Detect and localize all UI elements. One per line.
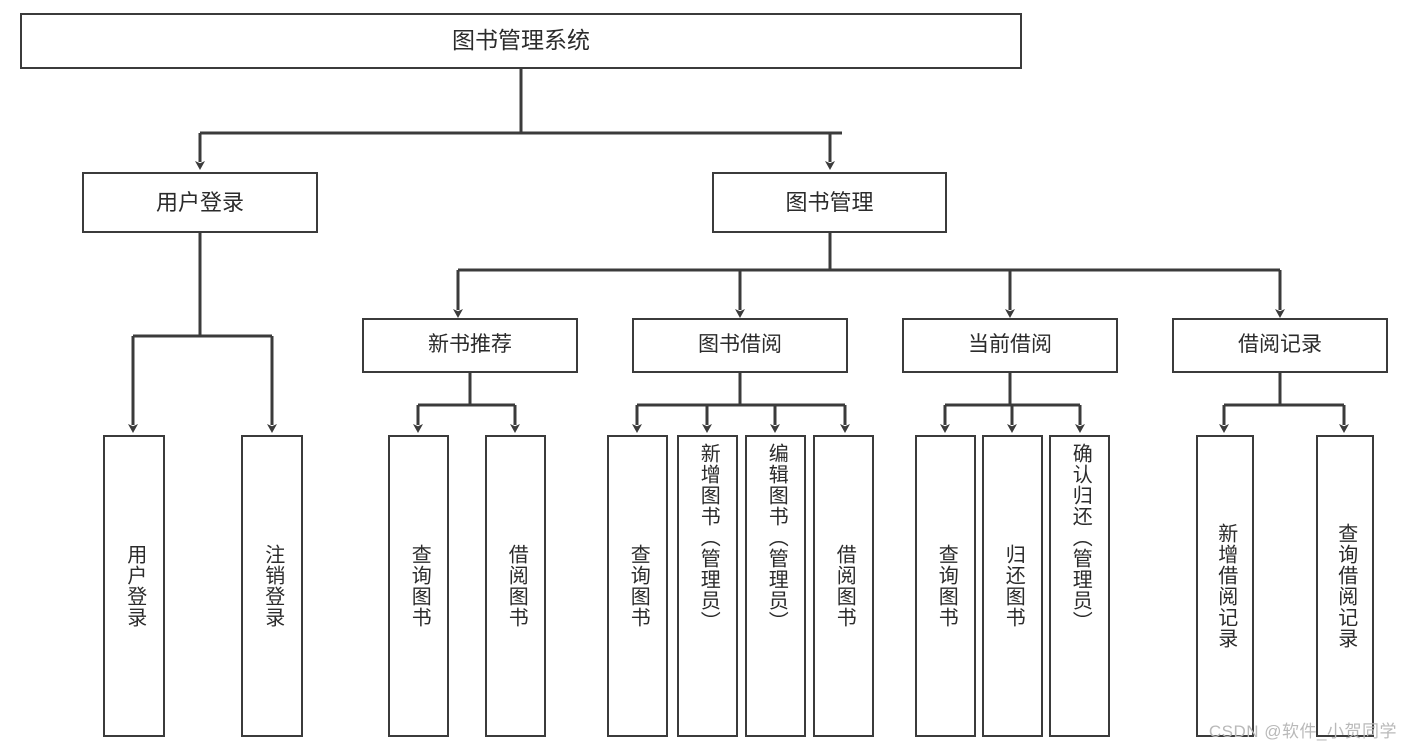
- leaf-record-query-record[interactable]: 查询借阅记录: [1316, 435, 1374, 737]
- leaf-record-add-record[interactable]: 新增借阅记录: [1196, 435, 1254, 737]
- node-root-system[interactable]: 图书管理系统: [20, 13, 1022, 69]
- node-new-book-recommend[interactable]: 新书推荐: [362, 318, 578, 373]
- node-book-borrow[interactable]: 图书借阅: [632, 318, 848, 373]
- node-user-login[interactable]: 用户登录: [82, 172, 318, 233]
- leaf-user-login-signout[interactable]: 注销登录: [241, 435, 303, 737]
- leaf-borrow-query-book[interactable]: 查询图书: [607, 435, 668, 737]
- watermark-credit: CSDN @软件_小贺同学: [1208, 722, 1397, 741]
- node-borrow-record[interactable]: 借阅记录: [1172, 318, 1388, 373]
- leaf-borrow-edit-book-admin[interactable]: 编辑图书（管理员）: [745, 435, 806, 737]
- leaf-recommend-query-book[interactable]: 查询图书: [388, 435, 449, 737]
- leaf-recommend-borrow-book[interactable]: 借阅图书: [485, 435, 546, 737]
- leaf-user-login-signin[interactable]: 用户登录: [103, 435, 165, 737]
- node-book-management[interactable]: 图书管理: [712, 172, 947, 233]
- leaf-borrow-add-book-admin[interactable]: 新增图书（管理员）: [677, 435, 738, 737]
- leaf-borrow-borrow-book[interactable]: 借阅图书: [813, 435, 874, 737]
- leaf-current-query-book[interactable]: 查询图书: [915, 435, 976, 737]
- leaf-current-return-book[interactable]: 归还图书: [982, 435, 1043, 737]
- node-current-borrow[interactable]: 当前借阅: [902, 318, 1118, 373]
- leaf-current-confirm-return-admin[interactable]: 确认归还（管理员）: [1049, 435, 1110, 737]
